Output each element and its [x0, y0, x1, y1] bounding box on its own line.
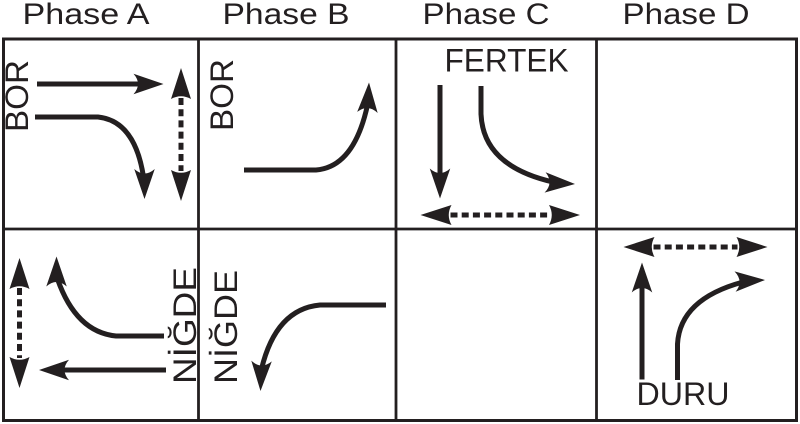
svg-text:Phase A: Phase A: [23, 0, 150, 31]
svg-text:DURU: DURU: [637, 376, 730, 412]
svg-text:Phase D: Phase D: [623, 0, 750, 31]
svg-text:Phase B: Phase B: [223, 0, 350, 31]
svg-text:BOR: BOR: [0, 60, 35, 132]
svg-text:NİĞDE: NİĞDE: [167, 267, 203, 384]
svg-text:BOR: BOR: [204, 59, 240, 131]
svg-text:Phase C: Phase C: [423, 0, 550, 31]
svg-text:NİĞDE: NİĞDE: [208, 270, 244, 384]
svg-text:FERTEK: FERTEK: [445, 43, 569, 79]
